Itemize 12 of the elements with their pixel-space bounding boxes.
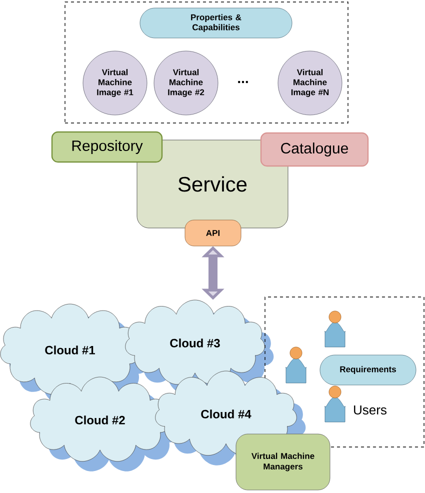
rounded-label: Properties & Capabilities <box>140 8 292 38</box>
rounded-label: Requirements <box>320 354 416 386</box>
person-figure <box>286 346 306 384</box>
dashed-group-frame <box>64 2 348 124</box>
group-label: Users <box>354 405 386 415</box>
manager-box: Virtual Machine Managers <box>236 434 330 490</box>
person-figure <box>324 310 346 348</box>
person-figure <box>324 386 346 422</box>
tab-box: Repository <box>51 131 163 163</box>
ellipsis: ... <box>238 80 248 84</box>
tab-box: Catalogue <box>260 132 369 167</box>
rounded-label: API <box>184 220 242 246</box>
